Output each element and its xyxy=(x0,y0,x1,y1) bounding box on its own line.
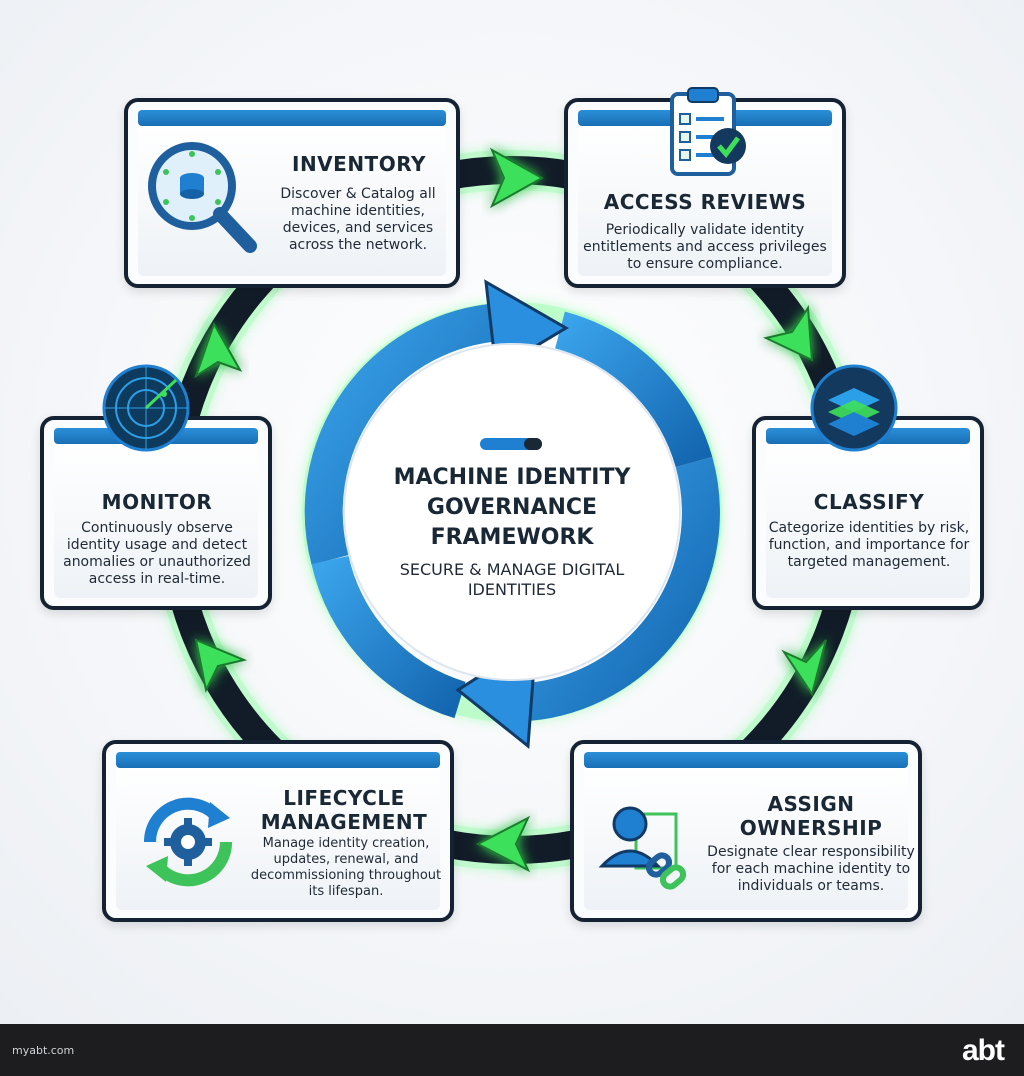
step-title-inventory: INVENTORY xyxy=(292,152,426,176)
step-title-access-reviews: ACCESS REVIEWS xyxy=(603,190,807,214)
ring-arrow-lower-left xyxy=(194,638,248,694)
ring-arrow-upper-right xyxy=(762,305,814,362)
cycle-ring xyxy=(152,147,872,873)
step-title-assign-ownership: ASSIGN OWNERSHIP xyxy=(739,792,883,840)
ring-arrow-upper-left xyxy=(194,321,243,379)
step-desc-classify: Categorize identities by risk, function,… xyxy=(768,520,970,570)
step-card-assign-ownership[interactable]: ASSIGN OWNERSHIP Designate clear respons… xyxy=(570,740,922,922)
radar-icon xyxy=(102,364,190,452)
footer-bar: myabt.com abt xyxy=(0,1024,1024,1076)
layers-icon xyxy=(810,364,898,452)
step-desc-monitor: Continuously observe identity usage and … xyxy=(63,520,251,587)
ring-arrow-top xyxy=(489,147,545,209)
diagram-canvas: MACHINE IDENTITY GOVERNANCE FRAMEWORK SE… xyxy=(0,0,1024,1024)
footer-url: myabt.com xyxy=(12,1044,75,1057)
cycle-gear-icon xyxy=(130,784,246,900)
step-desc-lifecycle-management: Manage identity creation, updates, renew… xyxy=(250,836,442,899)
clipboard-checklist-icon xyxy=(664,84,754,180)
step-title-monitor: MONITOR xyxy=(101,490,213,514)
step-desc-inventory: Discover & Catalog all machine identitie… xyxy=(280,186,436,253)
user-link-icon xyxy=(594,794,704,904)
step-card-monitor[interactable]: MONITOR Continuously observe identity us… xyxy=(40,416,272,610)
framework-title: MACHINE IDENTITY GOVERNANCE FRAMEWORK xyxy=(393,465,631,550)
step-desc-access-reviews: Periodically validate identity entitleme… xyxy=(583,222,827,272)
step-title-lifecycle-management: LIFECYCLE MANAGEMENT xyxy=(260,786,428,834)
ring-arrow-lower-right xyxy=(781,639,827,697)
step-card-lifecycle-management[interactable]: LIFECYCLE MANAGEMENT Manage identity cre… xyxy=(102,740,454,922)
ring-arrow-bottom xyxy=(475,815,531,873)
magnifier-database-icon xyxy=(142,136,262,256)
step-title-classify: CLASSIFY xyxy=(813,490,925,514)
step-desc-assign-ownership: Designate clear responsibility for each … xyxy=(707,844,915,894)
step-card-inventory[interactable]: INVENTORY Discover & Catalog all machine… xyxy=(124,98,460,288)
brand-logo: abt xyxy=(962,1034,1005,1067)
framework-subtitle: SECURE & MANAGE DIGITAL IDENTITIES xyxy=(399,560,625,599)
